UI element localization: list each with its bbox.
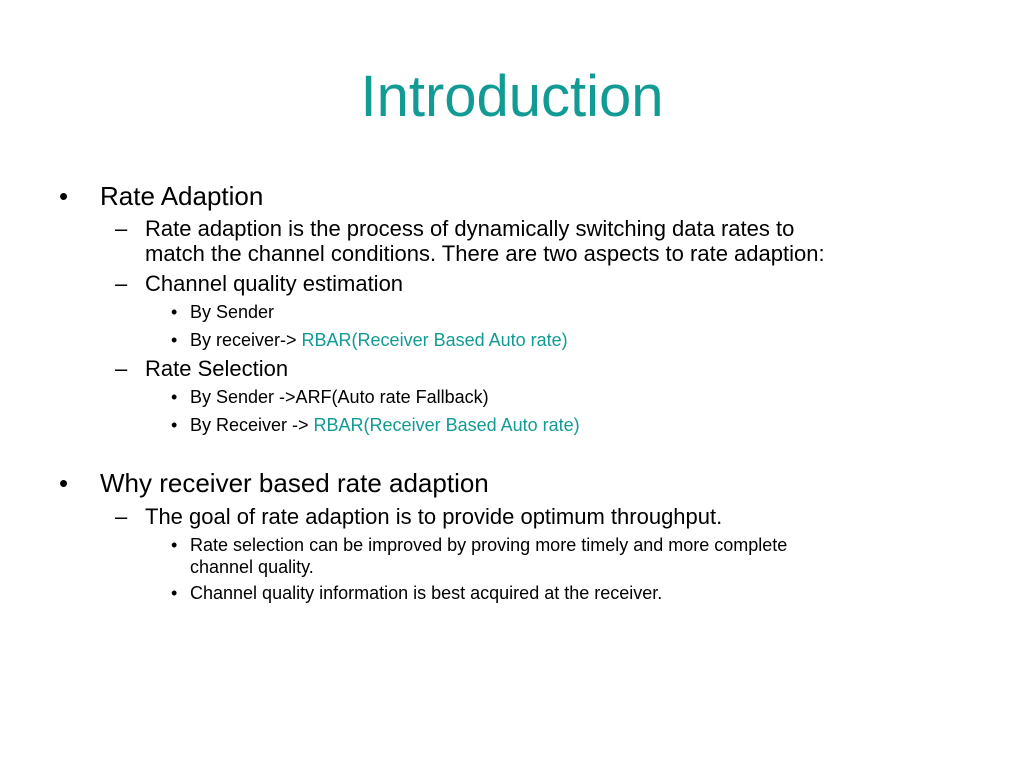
slide-title: Introduction bbox=[360, 64, 664, 129]
bullet-marker: • bbox=[59, 181, 69, 211]
rate-selection-improved-line1: Rate selection can be improved by provin… bbox=[190, 535, 788, 555]
channel-quality-info-item: Channel quality information is best acqu… bbox=[190, 583, 663, 603]
rate-adaption-definition-line2: match the channel conditions. There are … bbox=[145, 241, 825, 266]
by-receiver-item: By receiver-> RBAR(Receiver Based Auto r… bbox=[190, 329, 568, 351]
dash-marker: – bbox=[115, 216, 128, 241]
sub-bullet-marker: • bbox=[171, 535, 178, 555]
dash-marker: – bbox=[115, 504, 128, 529]
dash-marker: – bbox=[115, 356, 128, 381]
goal-of-rate-adaption: The goal of rate adaption is to provide … bbox=[145, 504, 723, 529]
bullet-marker: • bbox=[59, 468, 69, 498]
dash-marker: – bbox=[115, 271, 128, 296]
by-receiver-rbar-item: By Receiver -> RBAR(Receiver Based Auto … bbox=[190, 414, 580, 436]
channel-quality-estimation: Channel quality estimation bbox=[145, 271, 404, 296]
by-receiver-prefix: By receiver-> bbox=[190, 330, 302, 350]
rate-selection-improved-line2: channel quality. bbox=[190, 557, 314, 577]
section-heading-rate-adaption: Rate Adaption bbox=[100, 181, 264, 211]
sub-bullet-marker: • bbox=[171, 302, 178, 322]
rate-adaption-definition-line1: Rate adaption is the process of dynamica… bbox=[145, 216, 795, 241]
sub-bullet-marker: • bbox=[171, 415, 178, 435]
rate-selection: Rate Selection bbox=[145, 356, 289, 381]
sub-bullet-marker: • bbox=[171, 387, 178, 407]
rbar-highlight: RBAR(Receiver Based Auto rate) bbox=[301, 330, 568, 350]
section-heading-why-receiver: Why receiver based rate adaption bbox=[100, 468, 489, 498]
rbar-highlight: RBAR(Receiver Based Auto rate) bbox=[313, 415, 580, 435]
by-sender-item: By Sender bbox=[190, 302, 275, 322]
by-receiver-prefix: By Receiver -> bbox=[190, 415, 314, 435]
sub-bullet-marker: • bbox=[171, 330, 178, 350]
sub-bullet-marker: • bbox=[171, 583, 178, 603]
by-sender-arf-item: By Sender ->ARF(Auto rate Fallback) bbox=[190, 387, 489, 407]
